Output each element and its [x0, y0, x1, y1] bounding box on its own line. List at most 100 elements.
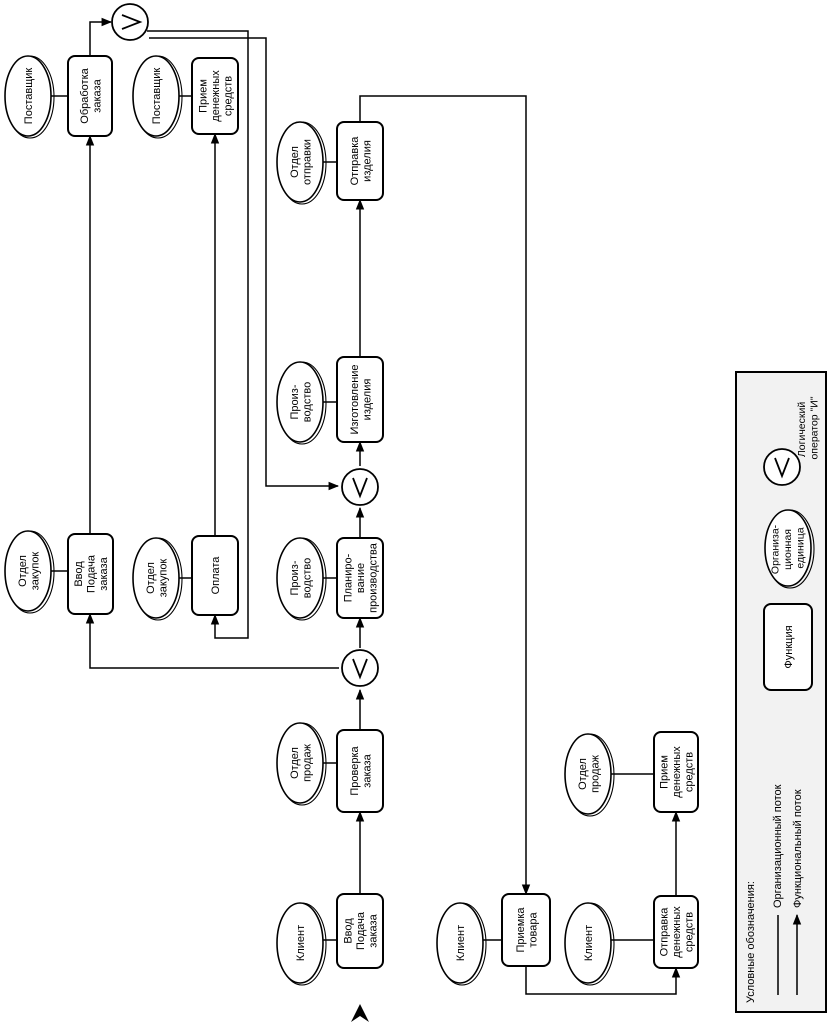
org-unit-ellipse — [132, 55, 180, 137]
legend-org-unit-line-2: ционная — [782, 529, 794, 570]
org-prod-2-label: Произ-водство — [289, 382, 314, 422]
org-client-3-label-line: Клиент — [583, 925, 595, 961]
func-vvod-2-label: ВводПодачазаказа — [73, 554, 110, 593]
function-box — [336, 121, 384, 201]
org-unit-ellipse — [564, 733, 612, 815]
org-client-2-label: Клиент — [455, 925, 467, 961]
legend-func-flow-label: Функциональный поток — [792, 789, 804, 908]
legend-operator — [763, 448, 801, 486]
function-func-accept: Приемкатовара — [501, 893, 551, 967]
func-receive-money-1-label-line: денежных — [210, 70, 222, 122]
func-ship-label-line: Отправка — [349, 136, 361, 186]
org-unit-ellipse — [132, 537, 180, 619]
org-sales-2-label: Отделпродаж — [577, 754, 602, 792]
func-process-label-line: Обработка — [79, 67, 91, 123]
org-purch-2-label-line: Отдел — [145, 562, 157, 594]
org-unit-org-client-3: Клиент — [564, 902, 615, 986]
org-unit-org-client-2: Клиент — [436, 902, 487, 986]
function-func-make: Изготовлениеизделия — [336, 356, 384, 443]
func-receive-money-2-label-line: средств — [684, 752, 696, 792]
func-send-money-label-line: Отправка — [659, 907, 671, 957]
legend-operator-line-1: Логический — [796, 402, 808, 457]
org-sales-1-label-line: продаж — [301, 743, 313, 781]
org-prod-1-label-line: водство — [301, 558, 313, 598]
func-receive-money-2-label-line: Прием — [659, 755, 671, 789]
function-box — [191, 57, 239, 135]
org-unit-ellipse — [276, 902, 324, 984]
func-ship-label-line: изделия — [361, 140, 373, 182]
flow-op0-to-op2 — [149, 37, 340, 491]
org-unit-ellipse — [276, 537, 324, 619]
func-receive-money-1-label: Приемденежныхсредств — [198, 70, 235, 122]
org-sales-1-label-line: Отдел — [289, 747, 301, 779]
func-vvod-2-label-line: Ввод — [73, 561, 85, 587]
function-box — [67, 55, 113, 137]
func-vvod-1-label: ВводПодачазаказа — [343, 911, 380, 950]
func-plan-label: Планиро-ваниепроизводства — [343, 542, 380, 613]
function-box — [653, 731, 699, 813]
function-func-process: Обработказаказа — [67, 55, 113, 137]
flow-accept-to-sendmoney — [525, 966, 681, 995]
org-supplier-2-label: Поставщик — [151, 68, 163, 125]
function-func-ship: Отправкаизделия — [336, 121, 384, 201]
org-supplier-2-label-line: Поставщик — [151, 68, 163, 125]
org-unit-org-prod-2: Произ-водство — [276, 361, 327, 445]
function-func-send-money: Отправкаденежныхсредств — [653, 895, 699, 969]
function-func-check: Проверказаказа — [336, 729, 384, 813]
func-plan-label-line: вание — [355, 563, 367, 593]
func-receive-money-2-label: Приемденежныхсредств — [659, 746, 696, 798]
start-arrowhead — [351, 1004, 369, 1022]
func-pay-label: Оплата — [210, 556, 222, 595]
func-vvod-1-label-line: Ввод — [343, 918, 355, 944]
flow-op0-to-pay — [147, 30, 249, 639]
function-func-vvod-2: ВводПодачазаказа — [67, 533, 114, 615]
org-prod-2-label-line: водство — [301, 382, 313, 422]
legend-function-box — [763, 603, 813, 691]
org-sales-1-label: Отделпродаж — [289, 743, 314, 781]
org-unit-ellipse — [276, 361, 324, 443]
function-box — [67, 533, 114, 615]
org-prod-2-label-line: Произ- — [289, 384, 301, 419]
org-unit-ellipse — [276, 722, 324, 804]
func-accept-label: Приемкатовара — [515, 907, 540, 953]
func-make-label: Изготовлениеизделия — [349, 364, 374, 434]
org-prod-1-label-line: Произ- — [289, 560, 301, 595]
org-unit-ellipse — [436, 902, 484, 984]
org-unit-ellipse — [4, 530, 52, 612]
func-process-label-line: заказа — [91, 78, 103, 112]
org-purch-1-label: Отделзакупок — [17, 552, 42, 591]
func-make-label-line: изделия — [361, 379, 373, 421]
operator-and-top — [111, 3, 149, 41]
function-box — [501, 893, 551, 967]
function-func-receive-money-2: Приемденежныхсредств — [653, 731, 699, 813]
func-receive-money-1-label-line: Прием — [198, 79, 210, 113]
func-send-money-label-line: денежных — [671, 906, 683, 958]
legend-org-unit — [764, 509, 815, 589]
org-client-2-label-line: Клиент — [455, 925, 467, 961]
func-process-label: Обработказаказа — [79, 67, 104, 123]
legend-org-unit-line-1: Организа- — [770, 524, 782, 574]
org-unit-org-sales-2: Отделпродаж — [564, 733, 615, 817]
org-client-1-label-line: Клиент — [295, 925, 307, 961]
function-box — [336, 356, 384, 443]
org-unit-org-prod-1: Произ-водство — [276, 537, 327, 621]
org-client-1-label: Клиент — [295, 925, 307, 961]
org-sales-2-label-line: продаж — [589, 754, 601, 792]
func-make-label-line: Изготовление — [349, 364, 361, 434]
function-func-plan: Планиро-ваниепроизводства — [336, 537, 384, 619]
function-func-receive-money-1: Приемденежныхсредств — [191, 57, 239, 135]
org-client-3-label: Клиент — [583, 925, 595, 961]
function-func-vvod-1: ВводПодачазаказа — [336, 893, 384, 969]
func-receive-money-1-label-line: средств — [223, 76, 235, 116]
flow-process-to-op0 — [89, 17, 113, 56]
flow-ship-to-accept — [359, 95, 531, 896]
func-accept-label-line: товара — [527, 912, 539, 948]
func-accept-label-line: Приемка — [515, 907, 527, 953]
org-supplier-1-label: Поставщик — [23, 68, 35, 125]
org-unit-org-purch-1: Отделзакупок — [4, 530, 55, 614]
org-unit-org-supplier-2: Поставщик — [132, 55, 183, 139]
function-box — [336, 893, 384, 969]
legend-operator-label: Логический оператор "И" — [796, 396, 821, 459]
func-plan-label-line: Планиро- — [343, 553, 355, 602]
